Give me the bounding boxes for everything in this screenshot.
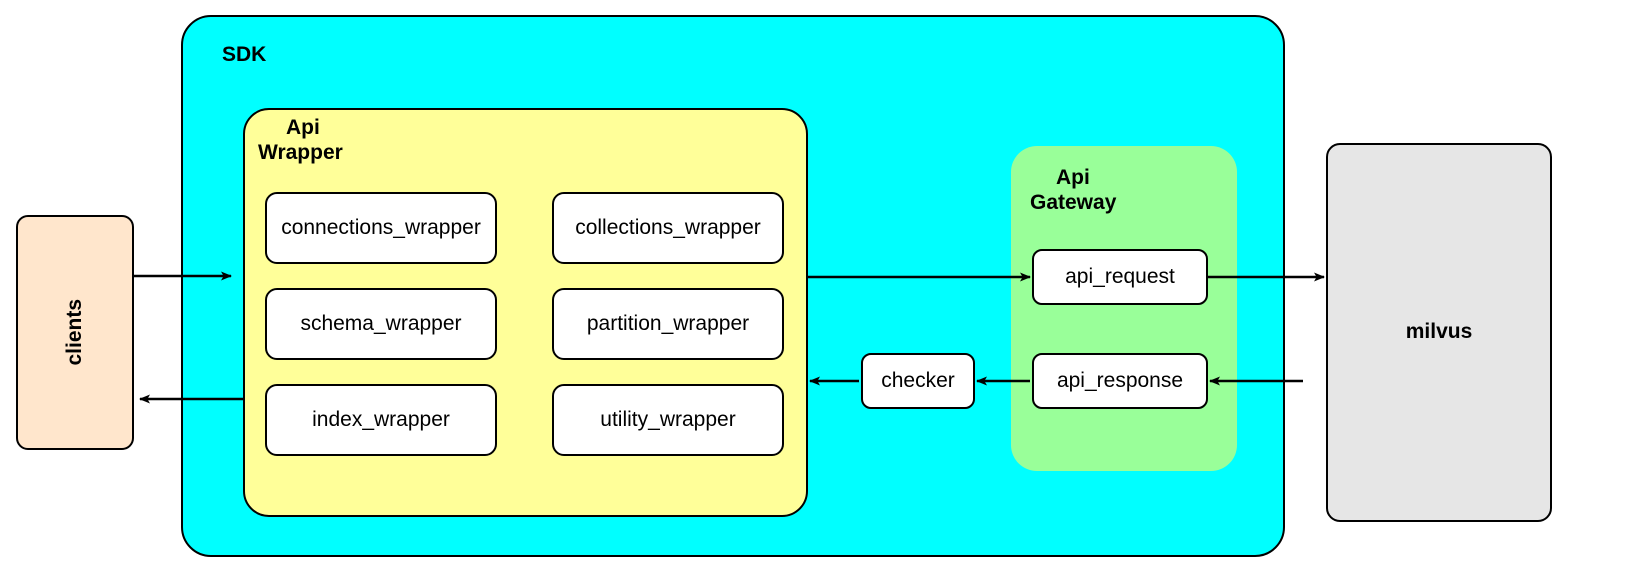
- api-wrapper-container-label: Api Wrapper: [258, 116, 343, 165]
- api-response-node[interactable]: api_response: [1032, 353, 1208, 409]
- api-gateway-container[interactable]: [1011, 146, 1237, 471]
- partition-wrapper-node[interactable]: partition_wrapper: [552, 288, 784, 360]
- utility-wrapper-label: utility_wrapper: [600, 407, 736, 431]
- api-request-label: api_request: [1065, 264, 1175, 288]
- checker-label: checker: [881, 368, 955, 392]
- milvus-node[interactable]: milvus: [1326, 143, 1552, 522]
- api-request-node[interactable]: api_request: [1032, 249, 1208, 305]
- connections-wrapper-label: connections_wrapper: [281, 215, 481, 239]
- utility-wrapper-node[interactable]: utility_wrapper: [552, 384, 784, 456]
- milvus-node-label: milvus: [1405, 320, 1473, 344]
- clients-node-label: clients: [62, 299, 86, 366]
- clients-node[interactable]: clients: [16, 215, 134, 450]
- collections-wrapper-label: collections_wrapper: [575, 215, 761, 239]
- connections-wrapper-node[interactable]: connections_wrapper: [265, 192, 497, 264]
- checker-node[interactable]: checker: [861, 353, 975, 409]
- schema-wrapper-node[interactable]: schema_wrapper: [265, 288, 497, 360]
- api-response-label: api_response: [1056, 368, 1184, 392]
- schema-wrapper-label: schema_wrapper: [300, 311, 462, 335]
- collections-wrapper-node[interactable]: collections_wrapper: [552, 192, 784, 264]
- index-wrapper-node[interactable]: index_wrapper: [265, 384, 497, 456]
- api-gateway-container-label: Api Gateway: [1030, 166, 1117, 215]
- partition-wrapper-label: partition_wrapper: [586, 311, 750, 335]
- index-wrapper-label: index_wrapper: [312, 407, 450, 431]
- sdk-container-label: SDK: [222, 43, 267, 66]
